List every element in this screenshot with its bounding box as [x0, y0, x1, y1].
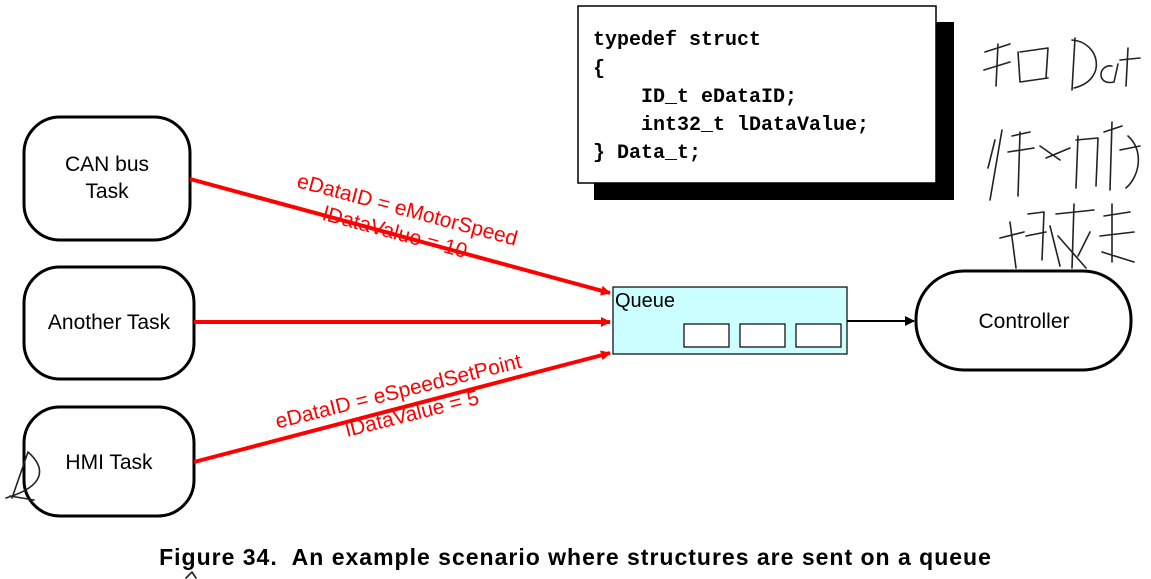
handwritten-annotation — [5, 37, 1141, 579]
can-bus-task-box — [22, 115, 192, 242]
code-line-4: int32_t lDataValue; — [593, 114, 869, 137]
hmi-task-label: HMI Task — [65, 451, 153, 474]
can-bus-task-label-line1: CAN bus — [65, 153, 149, 176]
hmi-to-queue-arrow — [193, 350, 611, 464]
code-box — [577, 5, 937, 184]
code-line-5: } Data_t; — [593, 142, 701, 165]
queue-label: Queue — [615, 290, 675, 312]
another-task-label: Another Task — [48, 311, 171, 334]
controller-label: Controller — [978, 310, 1069, 333]
queue-slot-2 — [739, 323, 786, 348]
figure-caption: Figure 34. An example scenario where str… — [159, 544, 992, 570]
code-line-2: { — [593, 58, 605, 81]
can-to-queue-arrow — [189, 177, 611, 296]
controller-box — [914, 269, 1133, 372]
code-line-3: ID_t eDataID; — [593, 86, 797, 109]
queue-slot-1 — [683, 323, 730, 348]
code-line-1: typedef struct — [593, 29, 761, 52]
can-bus-task-label-line2: Task — [85, 180, 129, 203]
queue-slot-3 — [795, 323, 842, 348]
